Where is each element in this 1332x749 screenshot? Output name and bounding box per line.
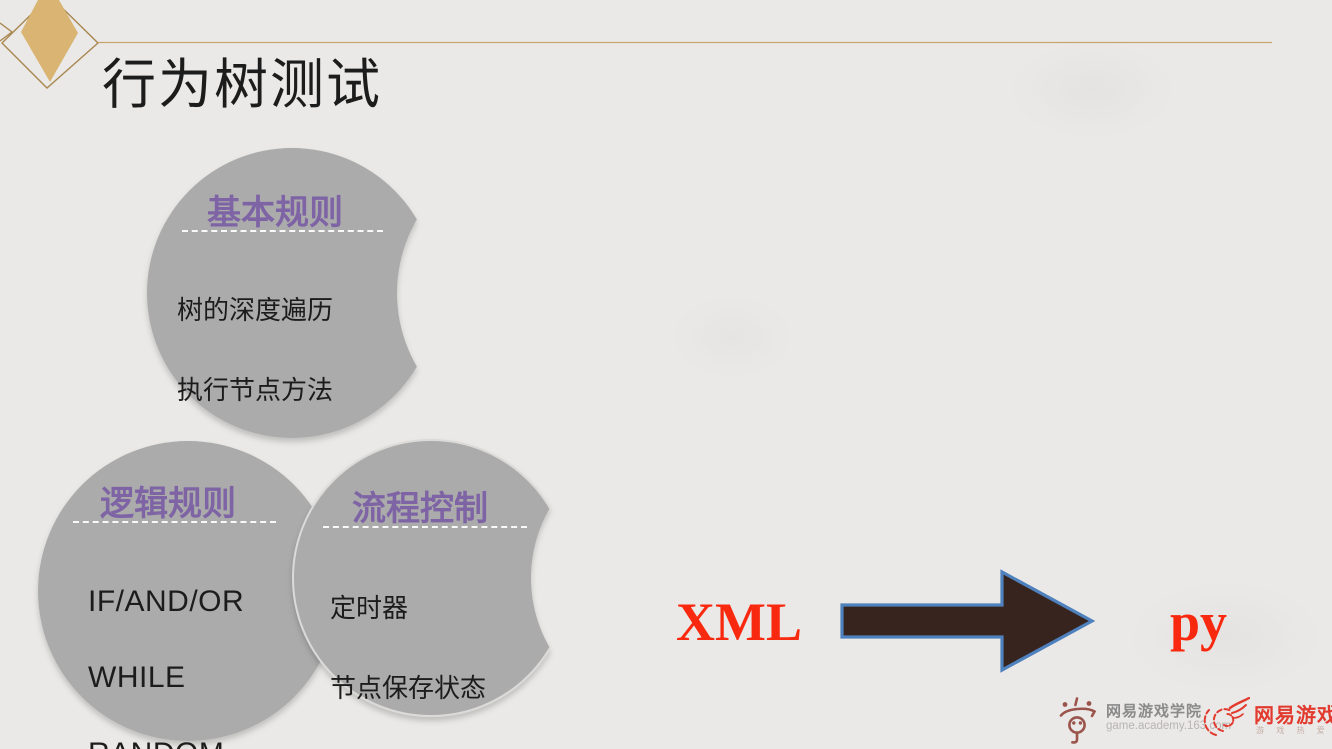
bubble-logic-separator xyxy=(73,521,276,523)
games-slogan: 游 戏 热 爱 者 xyxy=(1256,726,1332,735)
footer-logos: 网易游戏学院 game.academy.163.com 网易游戏 游 戏 热 爱… xyxy=(1052,694,1332,746)
bubble-logic-body: IF/AND/OR WHILE RANDOM xyxy=(88,545,244,749)
bubble-basic-separator xyxy=(182,230,383,232)
bubble-basic-heading: 基本规则 xyxy=(207,194,343,232)
academy-name: 网易游戏学院 xyxy=(1106,703,1203,720)
games-name: 网易游戏 xyxy=(1254,705,1332,727)
edge-triangle-outline xyxy=(0,22,14,42)
right-arrow-shape xyxy=(840,569,1096,673)
bubble-logic-line-1: IF/AND/OR xyxy=(88,585,245,618)
bubble-flow-shape xyxy=(292,439,570,717)
corner-diamond-decoration xyxy=(0,0,1272,89)
bubble-flow-line-1: 定时器 xyxy=(330,593,409,623)
conversion-target-label: py xyxy=(1170,592,1228,652)
netease-games-icon xyxy=(1203,697,1250,736)
bubble-flow-separator xyxy=(323,526,527,528)
bubble-logic-line-2: WHILE xyxy=(88,661,186,694)
conversion-source-label: XML xyxy=(676,592,802,652)
bubble-basic-body: 树的深度遍历 执行节点方法 xyxy=(177,250,333,450)
bubble-logic-heading: 逻辑规则 xyxy=(100,485,236,523)
bubble-flow-heading: 流程控制 xyxy=(352,490,488,528)
bubble-basic-shape xyxy=(147,148,437,438)
bubble-basic-line-2: 执行节点方法 xyxy=(177,375,334,405)
slide-title: 行为树测试 xyxy=(102,55,382,115)
bubble-flow-line-2: 节点保存状态 xyxy=(330,673,487,703)
bubble-logic-line-3: RANDOM xyxy=(88,735,244,749)
diamond-filled xyxy=(21,0,78,82)
netease-academy-icon xyxy=(1059,697,1097,744)
bubble-flow-body: 定时器 节点保存状态 xyxy=(330,548,486,748)
bubble-logic-shape xyxy=(38,441,338,741)
academy-url: game.academy.163.com xyxy=(1106,720,1232,732)
bubble-basic-line-1: 树的深度遍历 xyxy=(177,295,334,325)
diamond-outline xyxy=(1,0,100,89)
